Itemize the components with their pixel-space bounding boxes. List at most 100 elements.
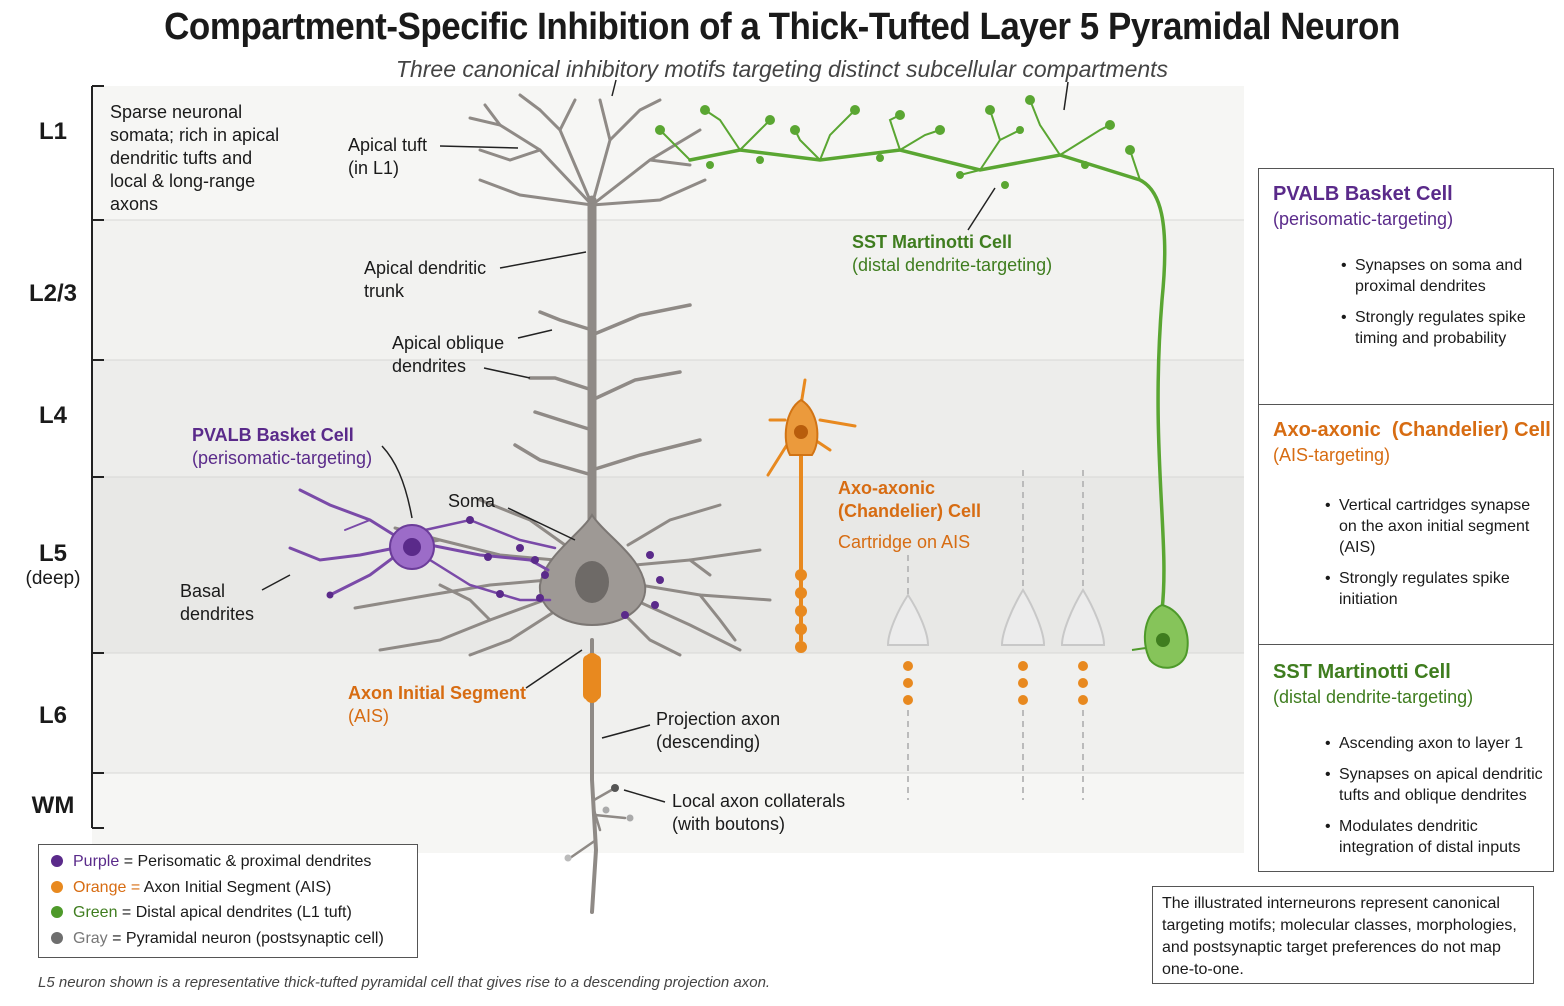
- panel-pvalb-bullets: Synapses on soma and proximal dendrites …: [1341, 255, 1541, 359]
- layer-bracket: [91, 85, 104, 829]
- panel-sst-subtitle: (distal dendrite-targeting): [1273, 687, 1474, 707]
- pyramidal-nucleus: [575, 561, 609, 603]
- label-chandelier: Axo-axonic (Chandelier) Cell Cartridge o…: [838, 477, 981, 554]
- l1-note-line: local & long-range: [110, 171, 256, 191]
- label-apical-oblique: Apical oblique dendrites: [392, 332, 504, 378]
- orange-dot-icon: [51, 881, 63, 893]
- label-line: (descending): [656, 732, 761, 752]
- label-basal-dendrites: Basal dendrites: [180, 580, 254, 626]
- layer-label-l23: L2/3: [28, 280, 78, 307]
- label-line: Apical tuft: [348, 135, 428, 155]
- page-subtitle: Three canonical inhibitory motifs target…: [395, 56, 1169, 82]
- label-line: Cartridge on AIS: [838, 532, 971, 552]
- panel-bullet: Ascending axon to layer 1: [1325, 733, 1543, 754]
- panel-sst: SST Martinotti Cell (distal dendrite-tar…: [1258, 644, 1554, 872]
- sst-nucleus: [1156, 633, 1170, 647]
- panel-bullet: Strongly regulates spike timing and prob…: [1341, 307, 1541, 349]
- label-line: Axo-axonic: [838, 478, 936, 498]
- legend-color-name: Green: [73, 904, 118, 921]
- l1-note: Sparse neuronal somata; rich in apical d…: [110, 101, 279, 216]
- legend-desc: Distal apical dendrites (L1 tuft): [135, 904, 352, 921]
- legend-sep: =: [107, 930, 126, 947]
- label-line: (distal dendrite-targeting): [852, 255, 1053, 275]
- panel-chandelier-title: Axo-axonic (Chandelier) Cell: [1273, 419, 1551, 441]
- pyramidal-neuron: [353, 93, 772, 914]
- l1-note-line: Sparse neuronal: [110, 102, 243, 122]
- footnote: L5 neuron shown is a representative thic…: [38, 974, 771, 991]
- label-line: trunk: [364, 281, 405, 301]
- label-line: dendrites: [392, 356, 467, 376]
- chandelier-boutons: [795, 569, 807, 653]
- layer-label-l1: L1: [38, 118, 67, 145]
- panel-pvalb-title: PVALB Basket Cell: [1273, 183, 1453, 205]
- label-line: Projection axon: [656, 709, 781, 729]
- panel-sst-title: SST Martinotti Cell: [1273, 661, 1451, 683]
- label-line: (AIS): [348, 706, 390, 726]
- label-line: Apical oblique: [392, 333, 505, 353]
- panel-pvalb: PVALB Basket Cell (perisomatic-targeting…: [1258, 168, 1554, 406]
- label-line: Apical dendritic: [364, 258, 487, 278]
- label-pvalb: PVALB Basket Cell (perisomatic-targeting…: [192, 424, 372, 470]
- layer-l5-name: L5: [38, 540, 67, 567]
- legend-desc: Axon Initial Segment (AIS): [143, 879, 332, 896]
- legend-color-name: Purple: [73, 853, 120, 870]
- l1-note-line: somata; rich in apical: [110, 125, 280, 145]
- legend-row-purple: Purple = Perisomatic & proximal dendrite…: [51, 853, 371, 871]
- label-line: (in L1): [348, 158, 400, 178]
- faded-pyramidal-cells: [886, 470, 1106, 800]
- layer-bands: [92, 86, 1244, 853]
- layer-label-wm: WM: [31, 792, 75, 819]
- pvalb-nucleus: [403, 538, 421, 556]
- legend-row-green: Green = Distal apical dendrites (L1 tuft…: [51, 904, 352, 922]
- panel-pvalb-subtitle: (perisomatic-targeting): [1273, 209, 1454, 229]
- page-title: Compartment-Specific Inhibition of a Thi…: [164, 6, 1400, 48]
- label-projection-axon: Projection axon (descending): [656, 708, 780, 754]
- legend-sep: =: [126, 879, 144, 896]
- label-line: Axon Initial Segment: [348, 683, 527, 703]
- label-line: Basal: [180, 581, 226, 601]
- panel-bullet: Synapses on apical dendritic tufts and o…: [1325, 764, 1543, 806]
- gray-dot-icon: [51, 932, 63, 944]
- panel-chandelier-subtitle: (AIS-targeting): [1273, 445, 1391, 465]
- ais-cartridge-synapses: [583, 653, 601, 703]
- purple-dot-icon: [51, 855, 63, 867]
- green-dot-icon: [51, 906, 63, 918]
- layer-l5-sub: (deep): [25, 568, 81, 589]
- label-axon-collaterals: Local axon collaterals (with boutons): [672, 790, 845, 836]
- sst-boutons: [655, 95, 1135, 189]
- panel-chandelier-bullets: Vertical cartridges synapse on the axon …: [1325, 495, 1543, 620]
- label-soma: Soma: [448, 491, 496, 511]
- panel-bullet: Vertical cartridges synapse on the axon …: [1325, 495, 1543, 558]
- panel-bullet: Strongly regulates spike initiation: [1325, 568, 1543, 610]
- label-line: dendrites: [180, 604, 255, 624]
- label-apical-tuft: Apical tuft (in L1): [348, 134, 427, 180]
- legend-desc: Pyramidal neuron (postsynaptic cell): [125, 930, 384, 947]
- l1-note-line: dendritic tufts and: [110, 148, 253, 168]
- legend: Purple = Perisomatic & proximal dendrite…: [38, 844, 418, 958]
- legend-sep: =: [119, 853, 138, 870]
- legend-sep: =: [117, 904, 136, 921]
- legend-color-name: Orange: [73, 879, 127, 896]
- legend-desc: Perisomatic & proximal dendrites: [137, 853, 372, 870]
- legend-color-name: Gray: [73, 930, 108, 947]
- label-sst: SST Martinotti Cell (distal dendrite-tar…: [852, 231, 1052, 277]
- label-line: (with boutons): [672, 814, 786, 834]
- legend-row-orange: Orange = Axon Initial Segment (AIS): [51, 879, 331, 897]
- panel-bullet: Synapses on soma and proximal dendrites: [1341, 255, 1541, 297]
- pointer-lines: [261, 79, 1069, 803]
- label-line: Local axon collaterals: [672, 791, 846, 811]
- chandelier-nucleus: [794, 425, 808, 439]
- label-apical-trunk: Apical dendritic trunk: [364, 257, 486, 303]
- label-line: (Chandelier) Cell: [838, 501, 982, 521]
- l1-note-line: axons: [110, 194, 159, 214]
- label-line: (perisomatic-targeting): [192, 448, 373, 468]
- panel-sst-bullets: Ascending axon to layer 1 Synapses on ap…: [1325, 733, 1543, 868]
- label-line: PVALB Basket Cell: [192, 425, 354, 445]
- panel-bullet: Modulates dendritic integration of dista…: [1325, 816, 1543, 858]
- layer-label-l5: L5 (deep): [8, 540, 98, 590]
- panel-chandelier: Axo-axonic (Chandelier) Cell (AIS-target…: [1258, 404, 1554, 646]
- pvalb-basket-cell: [288, 488, 664, 619]
- layer-label-l4: L4: [38, 402, 67, 429]
- disclaimer-note: The illustrated interneurons represent c…: [1152, 886, 1534, 984]
